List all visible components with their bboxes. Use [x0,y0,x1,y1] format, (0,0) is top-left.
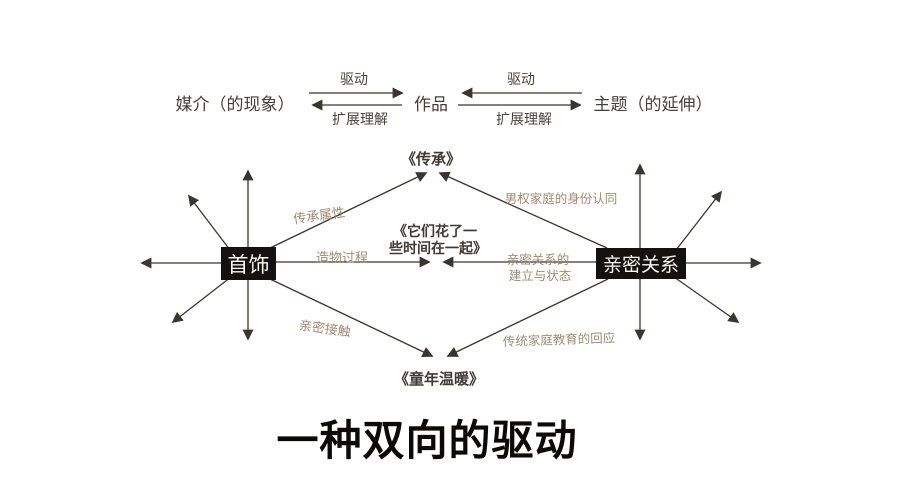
intimacy-upright-arrow [675,190,723,251]
jewelry-upleft-arrow [187,194,231,251]
intimacy-to-childhood-arrow [446,278,609,357]
drive-left-label: 驱动 [340,72,368,88]
flow-node-media: 媒介（的现象） [175,95,295,115]
edge-label-traditional-response: 传统家庭教育的回应 [502,330,616,349]
intimacy-downright-arrow [673,276,740,323]
node-jewelry: 首饰 [221,247,276,280]
edge-label-patriarchal-identity: 男权家庭的身份认同 [504,191,618,206]
edge-label-relation-line1: 亲密关系的 [506,252,570,267]
expand-right-label: 扩展理解 [496,112,552,128]
flow-node-theme: 主题（的延伸） [593,95,713,115]
jewelry-to-childhood-arrow [269,278,434,357]
edge-label-making-process: 造物过程 [315,251,369,266]
intimacy-to-heritage-arrow [438,171,608,249]
center-work-title-line2: 些时间在一起》 [389,241,487,257]
jewelry-to-heritage-arrow [269,172,428,249]
drive-right-label: 驱动 [507,72,535,88]
slide-title: 一种双向的驱动 [276,416,578,465]
vertex-childhood: 《童年温暖》 [393,370,485,388]
vertex-heritage: 《传承》 [400,150,462,168]
flow-node-work: 作品 [414,95,448,115]
node-intimacy: 亲密关系 [596,248,686,279]
center-work-title-line1: 《它们花了一 [393,224,477,240]
expand-left-label: 扩展理解 [332,112,388,128]
edge-label-relation-line2: 建立与状态 [508,268,572,283]
jewelry-downleft-arrow [171,276,232,324]
